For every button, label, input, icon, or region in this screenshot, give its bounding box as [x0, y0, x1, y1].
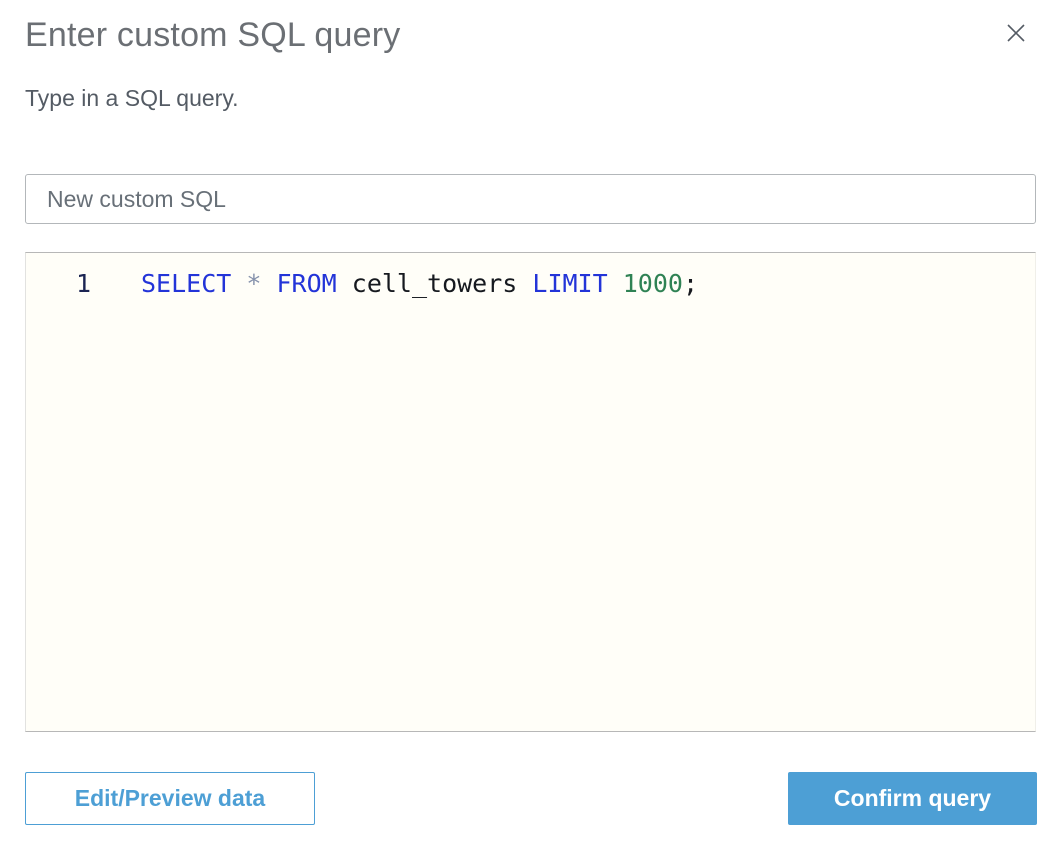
dialog-subtitle: Type in a SQL query. [25, 85, 239, 111]
code-line-tokens: SELECT * FROM cell_towers LIMIT 1000; [141, 269, 698, 298]
edit-preview-data-label: Edit/Preview data [74, 785, 266, 811]
close-icon [1004, 21, 1028, 48]
line-number: 1 [75, 269, 91, 298]
confirm-query-label: Confirm query [833, 785, 992, 811]
edit-preview-data-button[interactable]: Edit/Preview data [25, 772, 315, 825]
close-button[interactable] [996, 14, 1036, 54]
confirm-query-button[interactable]: Confirm query [788, 772, 1037, 825]
code-line: 1 SELECT * FROM cell_towers LIMIT 1000; [26, 253, 1035, 300]
dialog-title: Enter custom SQL query [25, 16, 401, 54]
sql-code-editor[interactable]: 1 SELECT * FROM cell_towers LIMIT 1000; [25, 252, 1036, 732]
query-name-input[interactable] [25, 174, 1036, 224]
